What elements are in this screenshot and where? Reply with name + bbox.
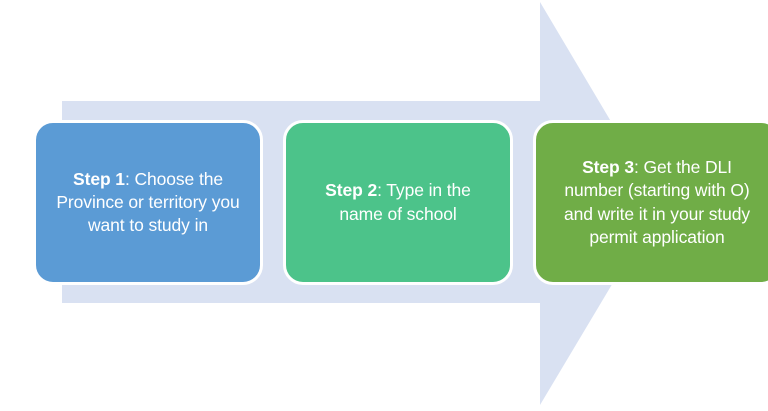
step-3-text: Step 3: Get the DLI number (starting wit… bbox=[555, 156, 760, 249]
step-2-label: Step 2 bbox=[325, 180, 378, 201]
step-2-description: : Type in the name of school bbox=[339, 180, 471, 224]
step-1-description: : Choose the Province or territory you w… bbox=[56, 168, 240, 236]
step-box-1[interactable]: Step 1: Choose the Province or territory… bbox=[33, 120, 263, 285]
step-1-label: Step 1 bbox=[73, 168, 125, 189]
step-box-3[interactable]: Step 3: Get the DLI number (starting wit… bbox=[533, 120, 768, 285]
step-3-description: : Get the DLI number (starting with O) a… bbox=[563, 156, 751, 247]
step-1-text: Step 1: Choose the Province or territory… bbox=[48, 168, 248, 238]
step-3-label: Step 3 bbox=[582, 156, 634, 177]
step-2-text: Step 2: Type in the name of school bbox=[303, 179, 493, 226]
step-box-2[interactable]: Step 2: Type in the name of school bbox=[283, 120, 513, 285]
